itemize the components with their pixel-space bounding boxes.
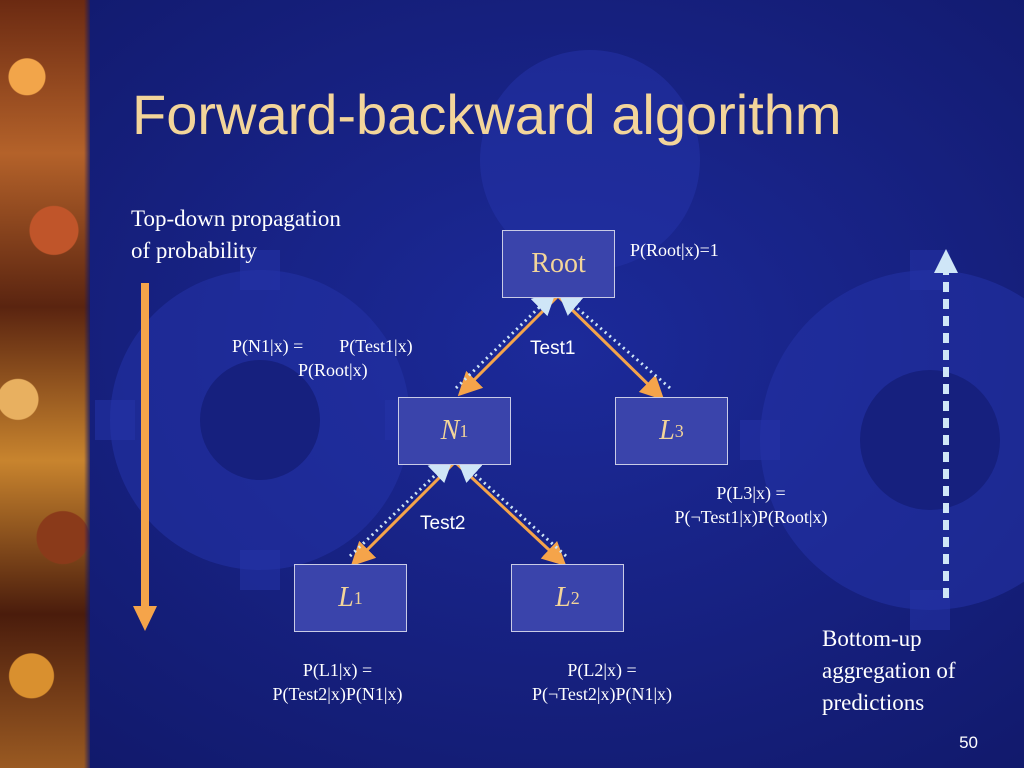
edge-n1-l1 (355, 462, 455, 562)
node-n1-sub: 1 (459, 421, 468, 442)
edge-label-test2: Test2 (420, 513, 465, 535)
node-l1-sub: 1 (354, 588, 363, 609)
node-root: Root (502, 230, 615, 298)
formula-l1-line-1: P(L1|x) = (250, 658, 425, 682)
node-l3-sub: 3 (675, 421, 684, 442)
formula-l3-line-2: P(¬Test1|x)P(Root|x) (651, 505, 851, 529)
bottom-up-arrowhead (934, 249, 958, 273)
node-l3-base: L (659, 415, 675, 447)
formula-l2-line-1: P(L2|x) = (507, 658, 697, 682)
formula-l1: P(L1|x) = P(Test2|x)P(N1|x) (250, 658, 425, 706)
formula-n1: P(N1|x) = P(Test1|x) P(Root|x) (232, 334, 413, 382)
edge-n1-l2 (455, 462, 562, 562)
formula-l3: P(L3|x) = P(¬Test1|x)P(Root|x) (651, 481, 851, 529)
top-down-arrowhead (133, 606, 157, 631)
formula-n1-line-2: P(Root|x) (232, 358, 413, 382)
formula-l1-line-2: P(Test2|x)P(N1|x) (250, 682, 425, 706)
node-root-label: Root (531, 248, 585, 280)
edge-l3-root-up (562, 295, 670, 388)
formula-l2-line-2: P(¬Test2|x)P(N1|x) (507, 682, 697, 706)
node-n1-base: N (441, 415, 460, 447)
node-l2-sub: 2 (571, 588, 580, 609)
formula-n1-line-1: P(N1|x) = P(Test1|x) (232, 334, 413, 358)
edge-label-test1: Test1 (530, 338, 575, 360)
formula-root: P(Root|x)=1 (630, 238, 719, 262)
formula-root-line-1: P(Root|x)=1 (630, 238, 719, 262)
edge-l1-n1-up (350, 462, 449, 556)
formula-l3-line-1: P(L3|x) = (651, 481, 851, 505)
formula-l2: P(L2|x) = P(¬Test2|x)P(N1|x) (507, 658, 697, 706)
page-number: 50 (959, 733, 978, 753)
edge-l2-n1-up (461, 462, 566, 556)
node-l2-base: L (555, 582, 571, 614)
node-l1-base: L (338, 582, 354, 614)
